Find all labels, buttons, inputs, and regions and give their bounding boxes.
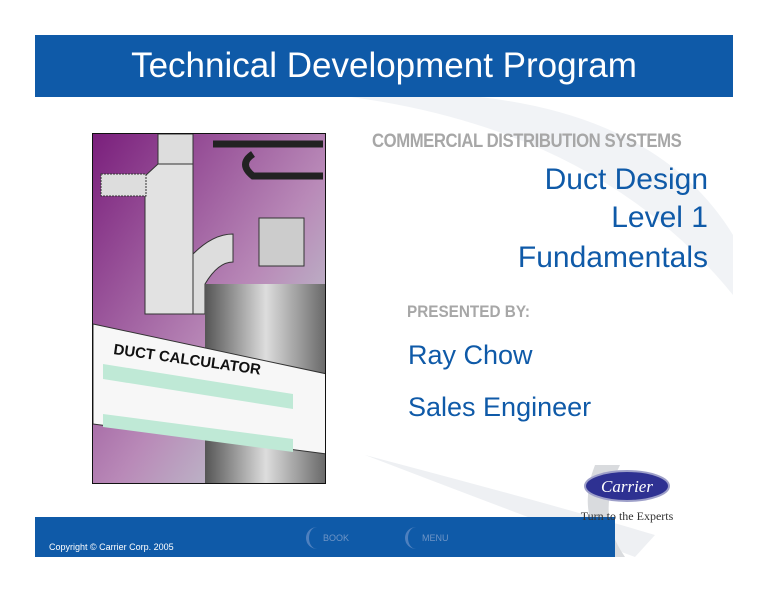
presented-by-label: PRESENTED BY:	[407, 302, 530, 321]
logo-tagline: Turn to the Experts	[581, 509, 674, 523]
course-title-line-3: Fundamentals	[517, 241, 708, 274]
program-subtitle: COMMERCIAL DISTRIBUTION SYSTEMS	[372, 131, 682, 152]
course-title-line-2: Level 1	[611, 201, 708, 234]
page-title: Technical Development Program	[35, 35, 733, 97]
carrier-logo: Carrier Turn to the Experts	[580, 470, 700, 535]
copyright: Copyright © Carrier Corp. 2005	[49, 542, 174, 552]
course-title-line-1: Duct Design	[544, 163, 708, 196]
menu-button[interactable]: MENU	[405, 527, 455, 549]
footer-bar: Copyright © Carrier Corp. 2005 BOOK MENU	[35, 517, 615, 557]
duct-calculator-illustration: DUCT CALCULATOR	[92, 133, 326, 484]
slide: Technical Development Program DUCT C	[35, 35, 733, 557]
presenter-name: Ray Chow	[408, 340, 533, 370]
presenter-title: Sales Engineer	[408, 392, 592, 422]
book-button[interactable]: BOOK	[306, 527, 356, 549]
logo-brand: Carrier	[601, 477, 653, 496]
